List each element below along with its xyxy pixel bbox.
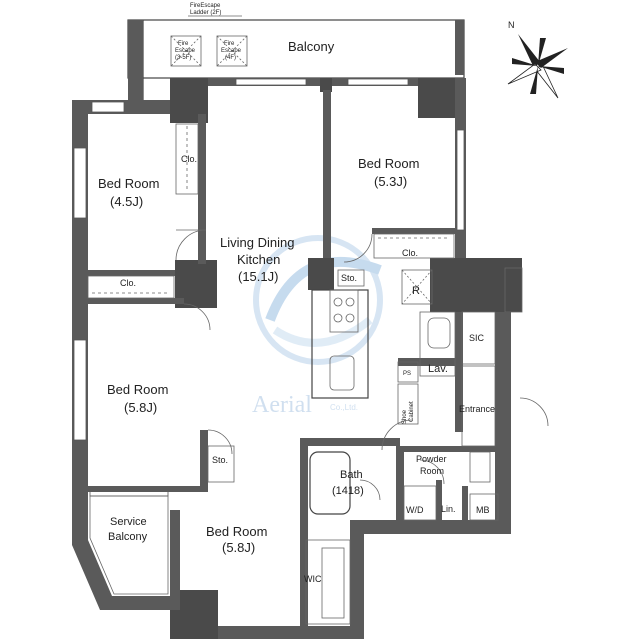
bath-label: Bath: [340, 469, 363, 481]
bedroom-s-label: Bed Room: [206, 524, 267, 539]
fire-escape-ladder-sub: Ladder (2F): [190, 10, 221, 16]
bathtub: [309, 451, 351, 515]
fire-escape-hatch-1: [170, 35, 202, 67]
cooktop: [329, 289, 359, 333]
east-wall-lower: [495, 312, 511, 527]
wd-label: W/D: [406, 505, 424, 515]
bedroom-nw-label: Bed Room: [98, 176, 159, 191]
lavatory-sink: [427, 317, 451, 349]
fire-escape-ladder-label: FireEscape: [190, 3, 221, 9]
watermark-sub: Co.,Ltd.: [330, 403, 358, 412]
bedroom-s-size: (5.8J): [222, 540, 255, 555]
fire-escape-hatch-2: [216, 35, 248, 67]
refrigerator-label: R: [412, 285, 420, 297]
bedroom-nw-size: (4.5J): [110, 194, 143, 209]
powder-room-label-2: Room: [420, 466, 444, 476]
closet-1-label: Clo.: [181, 154, 197, 164]
service-balcony-label-1: Service: [110, 516, 147, 528]
shoe-cabinet-label-1: Shoe: [402, 409, 408, 424]
bedroom-ne-label: Bed Room: [358, 156, 419, 171]
service-balcony-label-2: Balcony: [108, 531, 148, 543]
service-balcony-wall: [72, 510, 170, 610]
closet-2-label: Clo.: [120, 278, 136, 288]
ldk-label-2: Kitchen: [237, 252, 280, 267]
ldk-label-1: Living Dining: [220, 235, 294, 250]
kitchen-sink: [329, 355, 355, 391]
fire-escape-1-line2: Escape: [175, 48, 196, 54]
watermark-text: Aerial: [252, 392, 312, 418]
fire-escape-2-line2: Escape: [221, 48, 242, 54]
fire-escape-1-line1: Fire: [178, 41, 189, 47]
fire-escape-2-line1: Fire: [224, 41, 235, 47]
bedroom-w-label: Bed Room: [107, 382, 168, 397]
closet-3-label: Clo.: [402, 248, 418, 258]
ps-label: PS: [403, 371, 411, 377]
entrance-label: Entrance: [459, 404, 495, 414]
storage-kitchen-label: Sto.: [341, 273, 357, 283]
compass-icon: N: [507, 20, 568, 99]
balcony-label: Balcony: [288, 39, 335, 54]
shoe-cabinet-label-2: Cabinet: [409, 401, 415, 422]
fire-escape-2-line3: (4F): [225, 55, 236, 61]
bedroom-ne-size: (5.3J): [374, 174, 407, 189]
bedroom-w-size: (5.8J): [124, 400, 157, 415]
storage-bedroom-label: Sto.: [212, 455, 228, 465]
lav-label: Lav.: [428, 363, 448, 375]
ldk-size: (15.1J): [238, 269, 278, 284]
powder-room-label-1: Powder: [416, 454, 447, 464]
lin-label: Lin.: [441, 504, 456, 514]
refrigerator-space: [401, 269, 433, 305]
fire-escape-1-line3: (3-5F): [175, 55, 191, 61]
mb-label: MB: [476, 505, 490, 515]
bath-size-label: (1418): [332, 485, 364, 497]
compass-north-label: N: [508, 20, 515, 30]
wic-label: WIC: [304, 574, 322, 584]
sic-label: SIC: [469, 333, 485, 343]
